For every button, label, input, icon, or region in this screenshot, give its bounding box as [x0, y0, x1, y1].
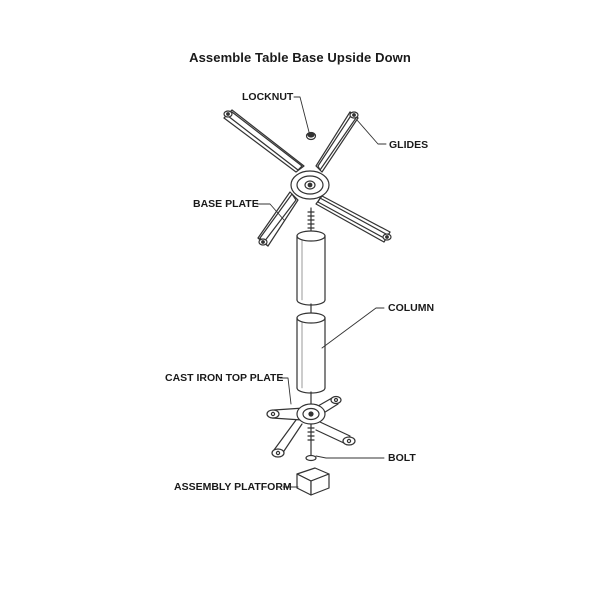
label-cast-iron-top-plate: CAST IRON TOP PLATE — [165, 372, 284, 384]
label-locknut: LOCKNUT — [242, 91, 294, 103]
cast-iron-top-plate-shape — [266, 395, 356, 458]
label-glides: GLIDES — [389, 139, 429, 151]
label-assembly-platform: ASSEMBLY PLATFORM — [174, 481, 292, 493]
glides-shapes — [223, 110, 392, 246]
label-base-plate: BASE PLATE — [193, 198, 259, 210]
label-bolt: BOLT — [388, 452, 416, 464]
threaded-rod-shape — [307, 207, 315, 233]
diagram-title: Assemble Table Base Upside Down — [189, 50, 411, 65]
base-plate-shape — [223, 109, 391, 247]
column-upper-shape — [296, 230, 326, 306]
bolt-shape — [305, 423, 317, 462]
label-column: COLUMN — [388, 302, 435, 314]
assembly-platform-shape — [296, 467, 330, 496]
leader-lines — [256, 96, 387, 488]
column-lower-shape — [296, 312, 326, 394]
locknut-shape — [305, 131, 317, 141]
